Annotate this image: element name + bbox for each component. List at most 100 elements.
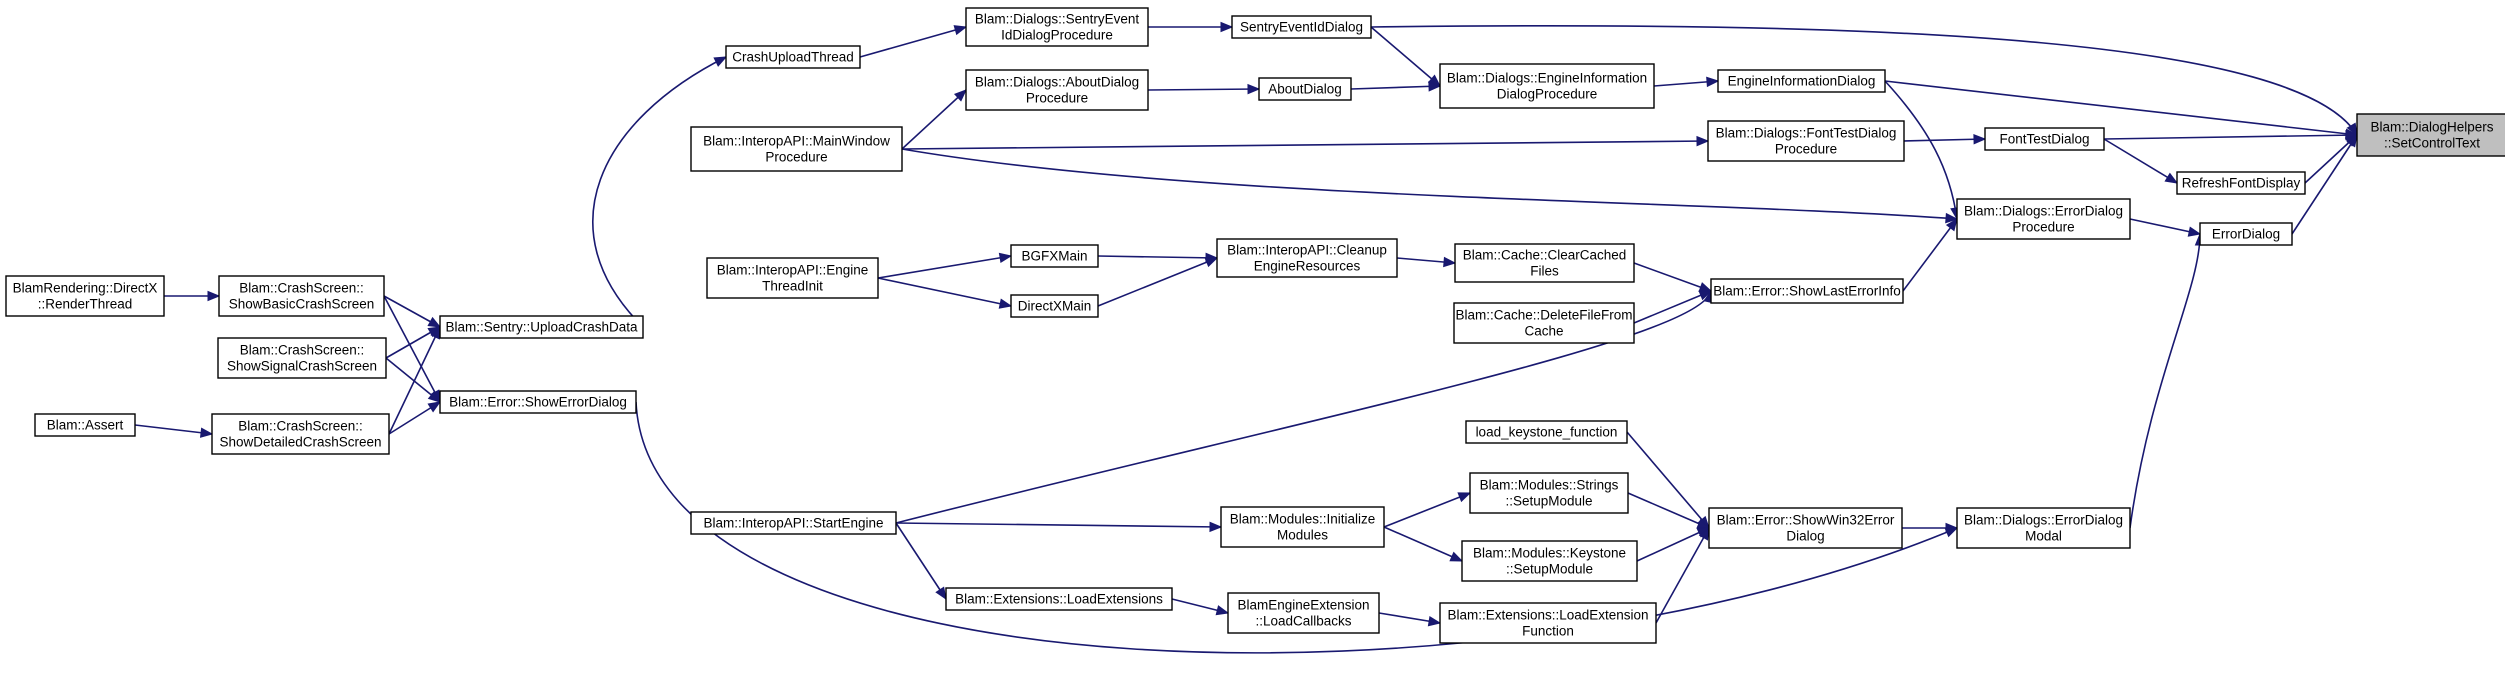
edge-loadKeystone-to-win32Err [1626,431,1710,530]
edge-dlgFontTest-to-fontTest [1903,134,1987,145]
node-box [1010,294,1099,318]
node-box [706,257,879,299]
node-label: Blam::Error::ShowWin32Error [1717,513,1895,528]
edge-uploadCrash-to-crashUp [592,56,728,328]
node-assert[interactable]: Blam::Assert [34,413,136,437]
edge-fontTest-to-refreshFont [2103,138,2179,184]
node-box [945,587,1173,611]
node-label: Cache [1524,324,1563,339]
edge-loadCallbacks-to-loadExtFunc [1378,612,1442,627]
node-label: Procedure [765,150,827,165]
node-label: Blam::Dialogs::ErrorDialog [1964,204,2123,219]
node-dlgSentry[interactable]: Blam::Dialogs::SentryEventIdDialogProced… [965,7,1149,47]
node-label: ::RenderThread [38,297,133,312]
node-label: EngineInformationDialog [1728,74,1876,89]
node-label: ::SetupModule [1505,494,1592,509]
node-label: DirectXMain [1018,299,1092,314]
edges-layer [134,21,2359,654]
node-renderThread[interactable]: BlamRendering::DirectX::RenderThread [5,275,165,317]
node-sentryEvt[interactable]: SentryEventIdDialog [1231,15,1372,39]
node-showLastErr[interactable]: Blam::Error::ShowLastErrorInfo [1710,278,1904,304]
node-box [217,337,387,379]
node-uploadCrash[interactable]: Blam::Sentry::UploadCrashData [439,315,644,339]
node-box [1956,198,2131,240]
node-box [690,511,897,535]
node-box [211,413,390,455]
edge-renderThread-to-basicCrash [164,290,221,302]
edge-loadExtFunc-to-win32Err [1655,526,1710,624]
edge-cleanup-to-clearCached [1396,256,1457,268]
node-crashUp[interactable]: CrashUploadThread [725,45,861,69]
node-box [1231,15,1372,39]
node-fontTest[interactable]: FontTestDialog [1984,127,2105,151]
edge-signalCrash-to-showErrDlg [385,357,442,403]
node-basicCrash[interactable]: Blam::CrashScreen::ShowBasicCrashScreen [218,275,385,317]
node-loadCallbacks[interactable]: BlamEngineExtension::LoadCallbacks [1227,592,1380,634]
edge-mainWin-to-dlgFontTest [901,135,1710,150]
node-label: Blam::Sentry::UploadCrashData [445,320,638,335]
node-detailCrash[interactable]: Blam::CrashScreen::ShowDetailedCrashScre… [211,413,390,455]
node-box [1010,244,1099,268]
node-startEngine[interactable]: Blam::InteropAPI::StartEngine [690,511,897,535]
node-engInfoDlg[interactable]: EngineInformationDialog [1717,69,1886,93]
node-label: Blam::CrashScreen:: [240,343,365,358]
node-label: Blam::Cache::DeleteFileFrom [1455,308,1632,323]
node-label: Modal [2025,529,2062,544]
node-label: Blam::Modules::Initialize [1230,512,1376,527]
node-box [1469,472,1629,514]
node-loadExts[interactable]: Blam::Extensions::LoadExtensions [945,587,1173,611]
node-label: Blam::Error::ShowErrorDialog [449,395,627,410]
node-modStrings[interactable]: Blam::Modules::Strings::SetupModule [1469,472,1629,514]
node-aboutDlg[interactable]: AboutDialog [1258,77,1352,101]
node-label: Blam::InteropAPI::StartEngine [703,516,883,531]
edge-modInit-to-modKeystone [1383,526,1464,562]
node-label: ThreadInit [762,279,823,294]
edge-engThread-to-bgfx [877,252,1013,279]
node-dlgEngInfo[interactable]: Blam::Dialogs::EngineInformationDialogPr… [1439,63,1655,109]
edge-crashUp-to-dlgSentry [859,25,968,58]
node-label: DialogProcedure [1497,87,1598,102]
node-box [690,126,903,172]
node-label: ErrorDialog [2212,227,2280,242]
node-label: Blam::InteropAPI::MainWindow [703,134,890,149]
node-label: FontTestDialog [1999,132,2089,147]
node-label: Files [1530,264,1559,279]
node-signalCrash[interactable]: Blam::CrashScreen::ShowSignalCrashScreen [217,337,387,379]
node-refreshFont[interactable]: RefreshFontDisplay [2176,171,2306,195]
node-label: Blam::Assert [47,418,124,433]
node-box [725,45,861,69]
node-label: RefreshFontDisplay [2182,176,2301,191]
edge-bgfx-to-cleanup [1097,252,1219,264]
edge-modKeystone-to-win32Err [1636,527,1711,562]
node-bgfx[interactable]: BGFXMain [1010,244,1099,268]
node-root[interactable]: Blam::DialogHelpers::SetControlText [2356,113,2505,157]
node-loadKeystone[interactable]: load_keystone_function [1465,420,1628,444]
node-box [439,390,637,414]
edge-errorDlg-to-root [2291,133,2358,235]
node-modKeystone[interactable]: Blam::Modules::Keystone::SetupModule [1461,540,1638,582]
node-label: AboutDialog [1268,82,1342,97]
node-label: Procedure [1026,91,1088,106]
edge-win32Err-to-dlgErrorModal [1902,522,1959,534]
node-dx[interactable]: DirectXMain [1010,294,1099,318]
edge-dlgErrorModal-to-errorDlg [2129,232,2206,529]
nodes-layer: Blam::DialogHelpers::SetControlText Sentr… [5,7,2505,644]
node-errorDlg[interactable]: ErrorDialog [2199,222,2293,246]
node-label: Blam::Dialogs::FontTestDialog [1716,126,1897,141]
node-label: BGFXMain [1021,249,1087,264]
node-box [1439,602,1657,644]
node-showErrDlg[interactable]: Blam::Error::ShowErrorDialog [439,390,637,414]
